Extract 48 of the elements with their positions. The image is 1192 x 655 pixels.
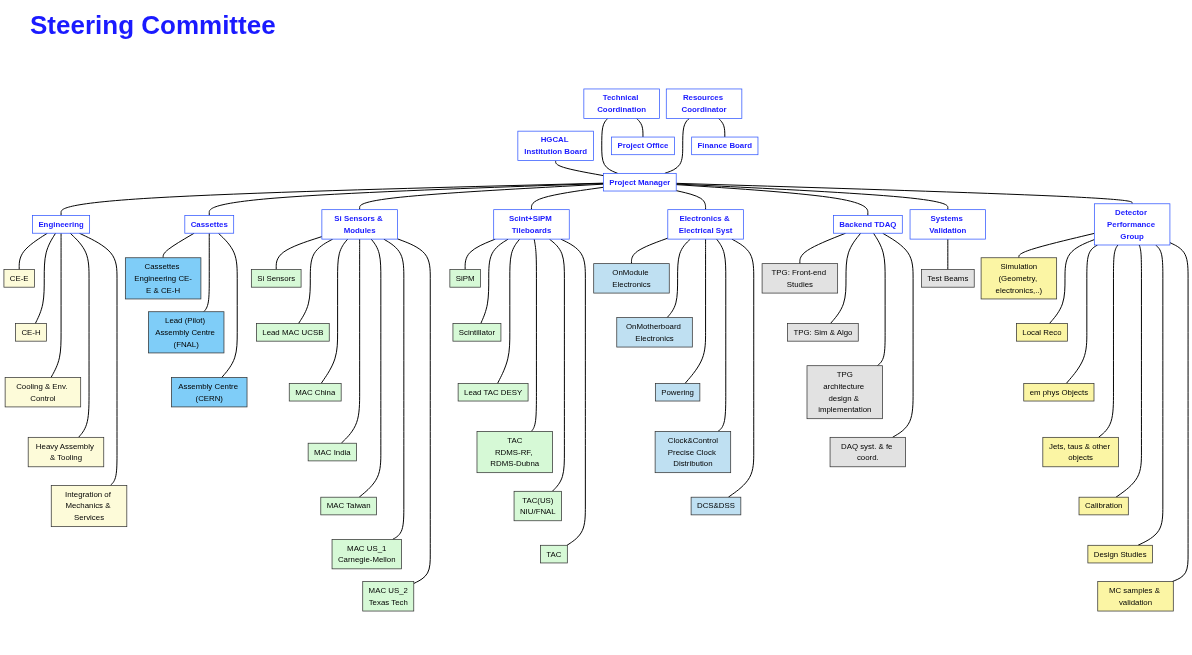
- connector: [359, 183, 604, 211]
- connector: [1169, 242, 1189, 583]
- connector: [636, 117, 644, 138]
- connector: [480, 238, 509, 324]
- connector: [555, 160, 604, 177]
- connector: [320, 238, 349, 384]
- connector: [1018, 232, 1095, 259]
- connector: [69, 232, 90, 438]
- connector: [718, 117, 726, 138]
- connector: [396, 238, 431, 584]
- connector: [464, 238, 496, 270]
- connector: [675, 183, 949, 211]
- connector: [1049, 239, 1095, 324]
- connector: [1098, 244, 1119, 438]
- connector: [358, 238, 382, 498]
- connector: [548, 238, 565, 492]
- connector: [601, 117, 619, 174]
- connector: [531, 186, 604, 211]
- connector: [34, 232, 57, 324]
- connector: [1137, 244, 1164, 546]
- title: Steering Committee: [30, 10, 276, 41]
- connector: [340, 238, 361, 444]
- connector: [664, 117, 690, 174]
- connector: [203, 232, 210, 313]
- connector: [675, 184, 869, 217]
- connector: [716, 238, 727, 432]
- connector: [50, 232, 62, 378]
- connector: [60, 182, 604, 217]
- connector: [684, 238, 707, 384]
- connector: [882, 232, 914, 438]
- connector: [162, 232, 195, 259]
- connector: [18, 232, 48, 270]
- connector: [666, 238, 691, 319]
- connector: [873, 232, 886, 367]
- connector: [1115, 244, 1142, 498]
- connector: [947, 238, 949, 270]
- connector: [275, 236, 323, 270]
- connector: [497, 238, 521, 384]
- connector: [530, 238, 537, 432]
- connector: [727, 238, 755, 498]
- connector: [675, 182, 1133, 205]
- connector: [217, 232, 238, 378]
- connector: [1065, 244, 1099, 384]
- connector: [631, 237, 669, 265]
- connector: [675, 190, 707, 211]
- connector: [830, 232, 862, 324]
- connector: [208, 183, 604, 217]
- connector: [383, 238, 405, 540]
